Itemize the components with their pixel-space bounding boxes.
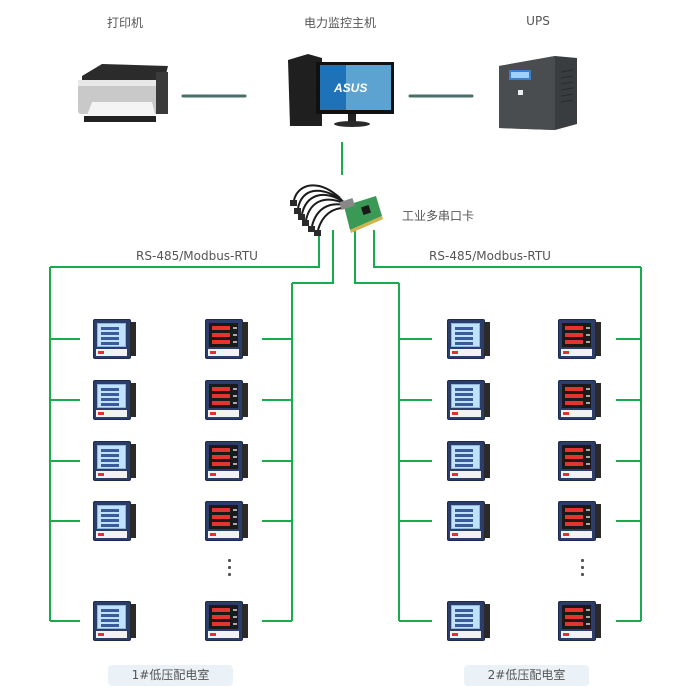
- led-power-meter-icon: [558, 319, 602, 359]
- lcd-power-meter-icon: [447, 441, 491, 481]
- lcd-power-meter-icon: [447, 319, 491, 359]
- led-power-meter-icon: [558, 601, 602, 641]
- bus-inner-feed-2: [354, 230, 399, 284]
- lcd-power-meter-icon: [447, 601, 491, 641]
- bus-outer-feed-2: [373, 230, 641, 268]
- desktop-computer-icon: ASUS: [286, 52, 398, 132]
- serial-card-label: 工业多串口卡: [402, 209, 475, 223]
- led-power-meter-icon: [205, 380, 249, 420]
- lcd-power-meter-icon: [93, 319, 137, 359]
- lcd-power-meter-icon: [93, 441, 137, 481]
- multi-port-serial-card-icon: [288, 178, 388, 240]
- bus-inner-feed-1: [292, 230, 334, 284]
- ellipsis-more-meters-icon: [227, 559, 233, 580]
- lcd-power-meter-icon: [447, 501, 491, 541]
- led-power-meter-icon: [558, 501, 602, 541]
- led-power-meter-icon: [205, 319, 249, 359]
- led-power-meter-icon: [558, 441, 602, 481]
- lcd-power-meter-icon: [93, 501, 137, 541]
- asus-logo: ASUS: [333, 81, 367, 95]
- room-label-2: 2#低压配电室: [464, 665, 589, 686]
- bus-outer-feed-1: [50, 230, 320, 268]
- printer-icon: [72, 58, 174, 126]
- ups-icon: [497, 52, 579, 130]
- room-label-1: 1#低压配电室: [108, 665, 233, 686]
- bus-label-2: RS-485/Modbus-RTU: [429, 249, 551, 263]
- lcd-power-meter-icon: [447, 380, 491, 420]
- led-power-meter-icon: [205, 501, 249, 541]
- lcd-power-meter-icon: [93, 601, 137, 641]
- lcd-power-meter-icon: [93, 380, 137, 420]
- bus-label-1: RS-485/Modbus-RTU: [136, 249, 258, 263]
- led-power-meter-icon: [205, 441, 249, 481]
- led-power-meter-icon: [558, 380, 602, 420]
- printer-label: 打印机: [106, 16, 144, 30]
- ups-label: UPS: [526, 14, 550, 28]
- led-power-meter-icon: [205, 601, 249, 641]
- host-label: 电力监控主机: [303, 16, 377, 30]
- ellipsis-more-meters-icon: [580, 559, 586, 580]
